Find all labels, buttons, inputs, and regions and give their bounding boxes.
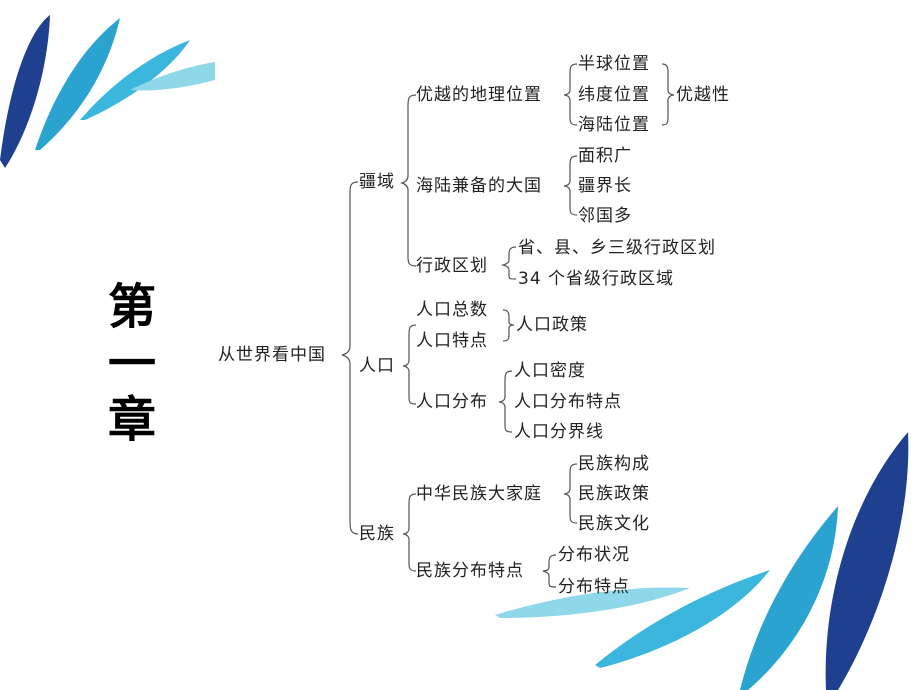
chapter-char: 一 bbox=[107, 336, 156, 392]
bracket bbox=[402, 493, 417, 572]
leaf-item: 民族构成 bbox=[578, 454, 650, 474]
bracket bbox=[498, 370, 513, 433]
leaf-item: 面积广 bbox=[578, 146, 632, 166]
bracket bbox=[402, 324, 417, 405]
leaf-item: 民族政策 bbox=[578, 484, 650, 504]
leaf-shape bbox=[740, 506, 838, 690]
bracket bbox=[563, 463, 578, 524]
leaf-item: 海陆位置 bbox=[578, 115, 650, 135]
leaf-item: 半球位置 bbox=[578, 54, 650, 74]
leaf-item: 分布状况 bbox=[558, 545, 630, 565]
node-minzu-fenbu: 民族分布特点 bbox=[416, 561, 524, 581]
branch-jiangyu: 疆域 bbox=[359, 172, 395, 192]
node-tedian: 人口特点 bbox=[416, 331, 488, 351]
leaf-item: 分布特点 bbox=[558, 577, 630, 597]
node-youyuexing: 优越性 bbox=[676, 85, 730, 105]
leaf-shape bbox=[495, 587, 690, 618]
leaf-item: 人口分界线 bbox=[514, 422, 604, 442]
leaf-item: 人口分布特点 bbox=[514, 392, 622, 412]
node-zhengce: 人口政策 bbox=[516, 315, 588, 335]
bracket bbox=[661, 63, 675, 126]
leaf-shape bbox=[595, 570, 770, 668]
leaf-shape bbox=[825, 432, 909, 690]
leaf-shape bbox=[35, 18, 120, 150]
bracket bbox=[502, 309, 515, 342]
leaf-item: 34 个省级行政区域 bbox=[518, 269, 675, 289]
leaf-shape bbox=[0, 15, 50, 168]
leaf-shape bbox=[80, 40, 190, 120]
leaf-item: 疆界长 bbox=[578, 176, 632, 196]
node-hailu: 海陆兼备的大国 bbox=[416, 176, 542, 196]
leaf-item: 纬度位置 bbox=[578, 85, 650, 105]
node-dajiating: 中华民族大家庭 bbox=[416, 484, 542, 504]
branch-renkou: 人口 bbox=[359, 356, 395, 376]
branch-minzu: 民族 bbox=[359, 524, 395, 544]
chapter-char: 章 bbox=[107, 392, 156, 448]
leaf-shape bbox=[130, 62, 215, 91]
bracket bbox=[563, 155, 578, 216]
node-youyue: 优越的地理位置 bbox=[416, 85, 542, 105]
node-renkou-fenbu: 人口分布 bbox=[416, 392, 488, 412]
bracket bbox=[501, 246, 517, 280]
leaf-item: 省、县、乡三级行政区划 bbox=[518, 238, 716, 258]
leaf-item: 民族文化 bbox=[578, 514, 650, 534]
node-zongshu: 人口总数 bbox=[416, 300, 488, 320]
bracket bbox=[400, 94, 417, 267]
leaf-item: 邻国多 bbox=[578, 206, 632, 226]
bracket bbox=[563, 63, 578, 126]
bracket bbox=[542, 554, 557, 588]
chapter-char: 第 bbox=[107, 279, 156, 335]
root-node: 从世界看中国 bbox=[218, 345, 326, 365]
bracket bbox=[341, 181, 359, 535]
node-xingzheng: 行政区划 bbox=[416, 256, 488, 276]
leaf-item: 人口密度 bbox=[514, 361, 586, 381]
